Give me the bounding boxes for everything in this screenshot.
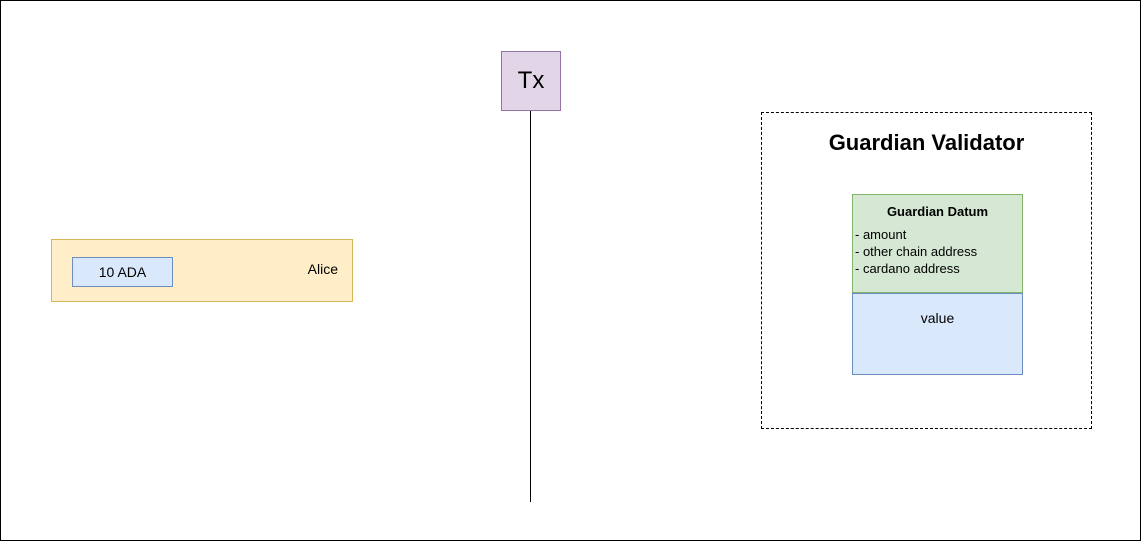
guardian-validator-title: Guardian Validator [828,130,1025,155]
guardian-utxo[interactable]: Guardian Datum - amount - other chain ad… [852,194,1023,375]
guardian-datum-field-list: - amount - other chain address - cardano… [855,226,1022,277]
tx-connector-line [530,111,531,502]
alice-utxo-box[interactable]: 10 ADA Alice [51,239,353,302]
alice-utxo-value-box[interactable]: 10 ADA [72,257,173,287]
alice-utxo-owner-label: Alice [307,261,338,277]
guardian-datum-field: - amount [855,227,907,242]
guardian-value-box[interactable]: value [852,293,1023,375]
tx-node[interactable]: Tx [501,51,561,111]
guardian-datum-title: Guardian Datum [886,204,989,219]
alice-utxo-value-label: 10 ADA [98,264,147,280]
guardian-datum-field: - cardano address [855,261,960,276]
guardian-datum-box[interactable]: Guardian Datum - amount - other chain ad… [852,194,1023,293]
guardian-datum-field: - other chain address [855,244,978,259]
guardian-value-label: value [920,310,955,326]
guardian-validator-container[interactable]: Guardian Validator Guardian Datum - amou… [761,112,1092,429]
tx-node-label: Tx [517,67,545,94]
